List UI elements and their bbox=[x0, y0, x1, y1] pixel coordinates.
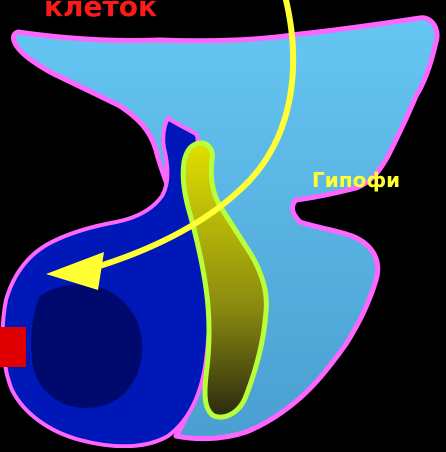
top-red-label: клеток bbox=[44, 0, 157, 23]
hypophysis-label: Гипофи bbox=[312, 168, 400, 192]
red-marker bbox=[0, 327, 26, 367]
